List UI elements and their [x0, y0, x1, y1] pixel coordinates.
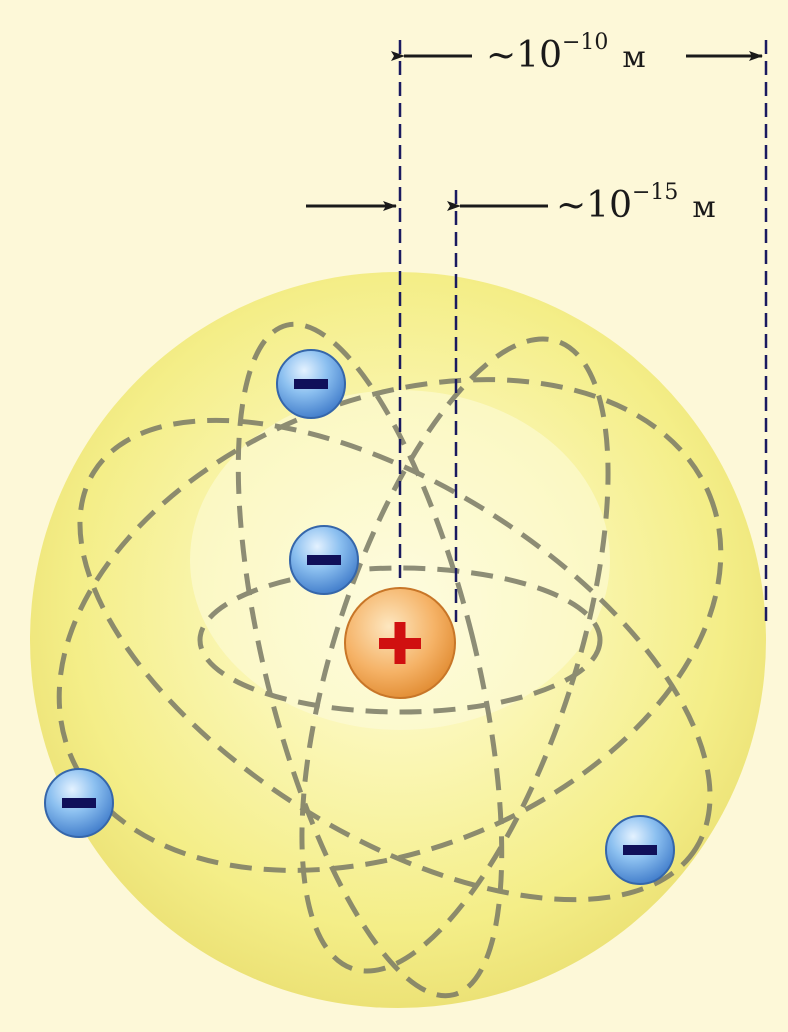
minus-sign: [62, 798, 96, 808]
orbit-vertical-left: [235, 321, 505, 999]
electron: [605, 815, 675, 885]
orbit-wide: [56, 377, 724, 873]
minus-sign: [294, 379, 328, 389]
atom-glow: [190, 390, 610, 730]
electron: [44, 768, 114, 838]
minus-sign: [307, 555, 341, 565]
orbit-inner: [197, 565, 603, 715]
orbits: [56, 321, 724, 999]
minus-sign: [623, 845, 657, 855]
electron: [276, 349, 346, 419]
nucleus: [344, 587, 456, 699]
dimension-guides: [398, 40, 768, 628]
electrons: [44, 349, 675, 885]
plus-sign: [379, 622, 421, 664]
orbit-vertical-right: [299, 336, 611, 974]
electron: [289, 525, 359, 595]
